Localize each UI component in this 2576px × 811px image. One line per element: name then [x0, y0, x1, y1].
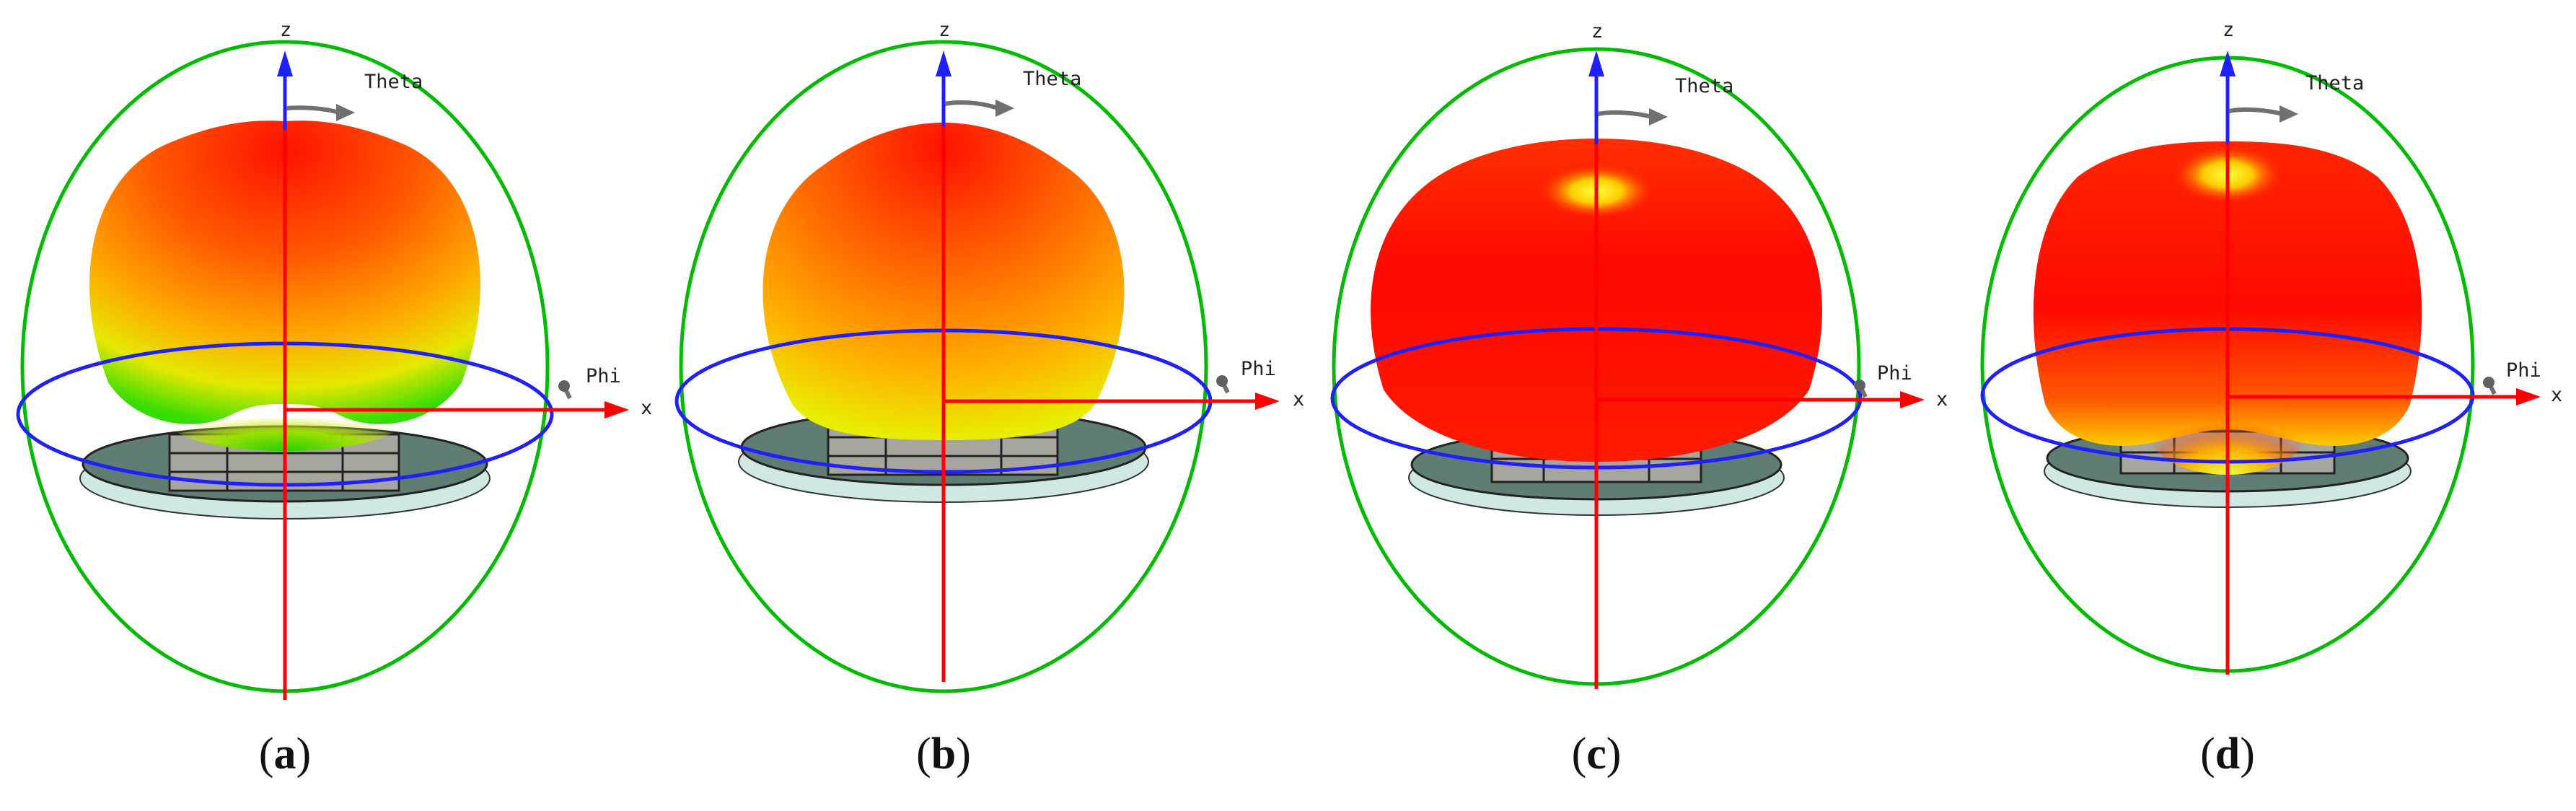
x-label: x — [641, 397, 652, 419]
x-arrow-icon — [1255, 393, 1280, 410]
theta-label: Theta — [364, 71, 423, 93]
caption-d: (d) — [2200, 729, 2255, 779]
z-label: z — [1591, 20, 1603, 43]
caption-c: (c) — [1571, 729, 1622, 779]
theta-circle — [679, 40, 1208, 693]
z-arrow-icon — [936, 51, 951, 76]
theta-arrow-icon — [286, 105, 340, 115]
z-arrow-icon — [2220, 51, 2236, 76]
x-label: x — [1936, 388, 1948, 411]
x-label: x — [1293, 388, 1304, 411]
z-arrow-icon — [1588, 51, 1604, 76]
theta-label: Theta — [1675, 75, 1733, 97]
panel-c: z x Theta Phi — [1330, 20, 1948, 689]
x-arrow-icon — [2516, 388, 2541, 406]
z-arrow-icon — [277, 51, 293, 76]
z-label: z — [280, 19, 291, 41]
z-label: z — [938, 19, 950, 41]
caption-a: (a) — [258, 729, 312, 779]
x-arrow-icon — [605, 401, 629, 418]
phi-label: Phi — [586, 365, 621, 387]
panel-b: z x Theta Phi — [674, 19, 1304, 693]
theta-arrow-icon — [2228, 107, 2283, 116]
panel-d: z x Theta Phi — [1980, 19, 2562, 675]
theta-label: Theta — [2305, 72, 2364, 95]
theta-arrow-icon — [944, 100, 999, 110]
phi-label: Phi — [2506, 359, 2541, 382]
z-label: z — [2223, 19, 2234, 41]
phi-label: Phi — [1877, 362, 1912, 385]
x-arrow-icon — [1900, 391, 1925, 408]
caption-b: (b) — [916, 729, 971, 779]
theta-label: Theta — [1023, 68, 1081, 90]
x-label: x — [2551, 384, 2562, 406]
phi-label: Phi — [1241, 358, 1276, 380]
panel-a: z x Theta Phi — [16, 19, 652, 700]
theta-arrow-icon — [1597, 110, 1653, 119]
